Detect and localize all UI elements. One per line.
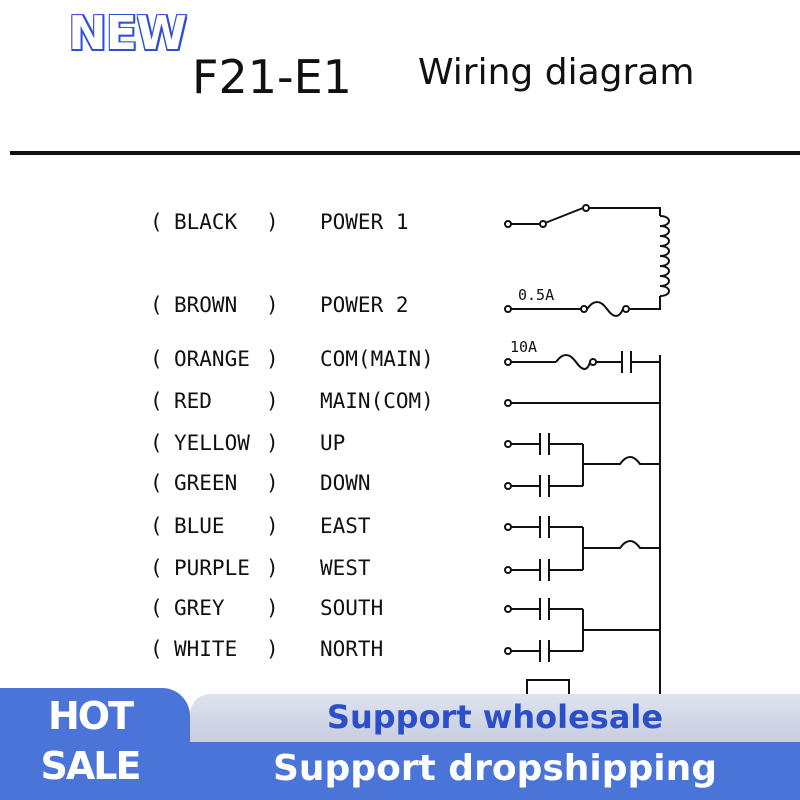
wire-color: BROWN <box>174 293 238 317</box>
hot-sale-line1: HOT <box>47 694 134 738</box>
wire-color: BLUE <box>174 514 225 538</box>
wire-function: EAST <box>320 514 371 538</box>
wire-function: SOUTH <box>320 596 384 620</box>
switch-node <box>539 220 547 228</box>
fuse-label-main: 10A <box>510 338 537 356</box>
dropshipping-text: Support dropshipping <box>272 748 718 789</box>
paren-left: ( <box>150 431 163 455</box>
wire-color: BLACK <box>174 210 238 234</box>
paren-right: ) <box>266 514 279 538</box>
wire-function: POWER 2 <box>320 293 409 317</box>
wire-function: COM(MAIN) <box>320 347 434 371</box>
model-title: F21-E1 <box>192 50 352 104</box>
wire-color: YELLOW <box>174 431 250 455</box>
paren-right: ) <box>266 431 279 455</box>
paren-left: ( <box>150 471 163 495</box>
wire-color: WHITE <box>174 637 238 661</box>
hot-sale-badge: HOT SALE <box>0 688 190 800</box>
interlock-symbol <box>583 456 660 465</box>
terminal-node <box>504 305 512 313</box>
wholesale-text: Support wholesale <box>326 698 664 736</box>
wire-color: GREY <box>174 596 225 620</box>
wire-color: RED <box>174 389 212 413</box>
wholesale-banner: Support wholesale <box>190 694 800 742</box>
wire-color: ORANGE <box>174 347 250 371</box>
paren-left: ( <box>150 514 163 538</box>
wire-function: WEST <box>320 556 371 580</box>
wire-function: POWER 1 <box>320 210 409 234</box>
dropshipping-banner: Support dropshipping <box>190 742 800 800</box>
wire-function: MAIN(COM) <box>320 389 434 413</box>
relay-coil <box>659 215 670 297</box>
terminal-node <box>504 220 512 228</box>
paren-left: ( <box>150 210 163 234</box>
paren-right: ) <box>266 471 279 495</box>
new-badge: NEW <box>62 6 192 66</box>
fuse-symbol <box>586 301 624 317</box>
paren-left: ( <box>150 389 163 413</box>
paren-right: ) <box>266 389 279 413</box>
paren-right: ) <box>266 210 279 234</box>
interlock-symbol <box>583 540 660 549</box>
paren-left: ( <box>150 596 163 620</box>
fuse-symbol <box>555 354 591 370</box>
terminal-node <box>504 358 512 366</box>
paren-left: ( <box>150 347 163 371</box>
paren-right: ) <box>266 556 279 580</box>
wire-function: DOWN <box>320 471 371 495</box>
hot-sale-line2: SALE <box>40 744 142 788</box>
wire-function: NORTH <box>320 637 384 661</box>
paren-right: ) <box>266 637 279 661</box>
header-divider <box>10 151 800 155</box>
wire-color: PURPLE <box>174 556 250 580</box>
terminal-node <box>504 399 512 407</box>
paren-left: ( <box>150 637 163 661</box>
diagram-title: Wiring diagram <box>418 52 695 93</box>
paren-right: ) <box>266 596 279 620</box>
paren-right: ) <box>266 293 279 317</box>
wire-color: GREEN <box>174 471 238 495</box>
paren-right: ) <box>266 347 279 371</box>
fuse-label-power: 0.5A <box>518 286 554 304</box>
paren-left: ( <box>150 556 163 580</box>
switch-blade <box>544 207 584 224</box>
paren-left: ( <box>150 293 163 317</box>
wire-function: UP <box>320 431 346 455</box>
new-badge-text: NEW <box>68 6 187 60</box>
